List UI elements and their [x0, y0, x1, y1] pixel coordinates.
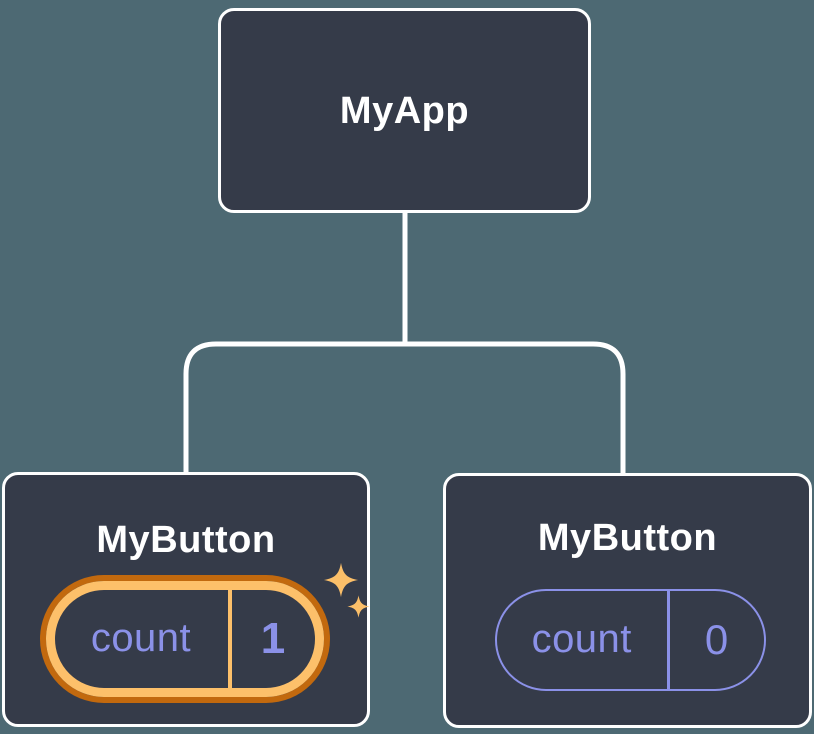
state-value-cell: 1	[232, 590, 315, 688]
count-value: 1	[260, 613, 286, 663]
sparkle-large	[323, 562, 359, 598]
sparkle-small	[347, 595, 370, 618]
state-pill: count 0	[494, 588, 766, 691]
connector-branch	[183, 341, 626, 477]
node-label: MyApp	[339, 89, 470, 132]
state-value-cell: 0	[670, 591, 764, 689]
pill-divider	[667, 590, 670, 689]
count-label: count	[531, 617, 632, 661]
state-name-cell: count	[55, 590, 228, 688]
node-myapp: MyApp	[218, 8, 591, 213]
state-name-cell: count	[497, 591, 668, 689]
pill-divider	[227, 589, 232, 688]
count-label: count	[90, 616, 192, 660]
state-pill-highlighted: count 1	[45, 580, 324, 697]
count-value: 0	[704, 615, 729, 663]
sparkle-icon	[323, 562, 370, 618]
node-label: MyButton	[537, 517, 718, 559]
node-mybutton-active: MyButton count 1	[2, 472, 370, 727]
node-mybutton-idle: MyButton count 0	[443, 473, 812, 728]
node-label: MyButton	[96, 519, 276, 561]
